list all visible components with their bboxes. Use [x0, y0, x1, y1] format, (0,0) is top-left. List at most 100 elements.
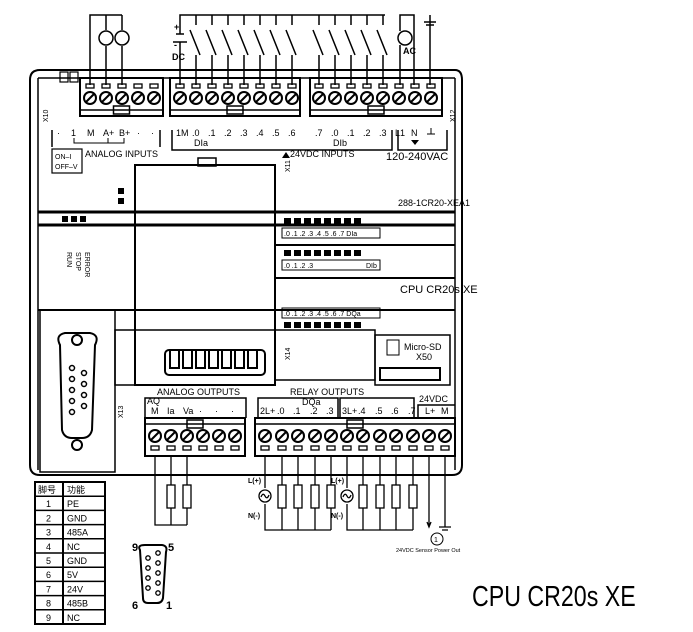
- pin-number: 5: [46, 556, 51, 566]
- terminal-screw[interactable]: [389, 429, 403, 451]
- db9-port[interactable]: [57, 332, 98, 451]
- dia-terminals: [169, 77, 301, 117]
- status-led: [324, 250, 331, 256]
- status-led: [324, 218, 331, 224]
- pin-number: 9: [46, 613, 51, 623]
- terminal-screw[interactable]: [275, 429, 289, 451]
- terminal-screw[interactable]: [147, 83, 161, 105]
- status-led: [344, 218, 351, 224]
- terminal-screw[interactable]: [422, 429, 436, 451]
- status-led: [314, 322, 321, 328]
- terminal-screw[interactable]: [438, 429, 452, 451]
- switch-label-off: OFF–V: [55, 164, 78, 171]
- terminal-screw[interactable]: [115, 83, 129, 105]
- status-led: [304, 250, 311, 256]
- terminal-screw[interactable]: [373, 429, 387, 451]
- relay-label: .1: [293, 406, 301, 416]
- main-title: CPU CR20s XE: [472, 579, 636, 612]
- terminal-screw[interactable]: [328, 83, 342, 105]
- analog-input-label: M: [87, 128, 95, 138]
- input-switch: [360, 15, 372, 85]
- input-switch: [312, 15, 324, 85]
- terminal-screw[interactable]: [180, 429, 194, 451]
- relay-label: .5: [375, 406, 383, 416]
- ac-label: AC: [403, 46, 416, 56]
- terminal-screw[interactable]: [131, 83, 145, 105]
- status-led: [294, 322, 301, 328]
- status-led: [314, 218, 321, 224]
- terminal-screw[interactable]: [324, 429, 338, 451]
- terminal-screw[interactable]: [253, 83, 267, 105]
- dia-group-label: DIa: [194, 138, 208, 148]
- x10-label: X10: [43, 109, 50, 122]
- terminal-screw[interactable]: [83, 83, 97, 105]
- dib-label: .1: [347, 128, 355, 138]
- terminal-screw[interactable]: [196, 429, 210, 451]
- aq-label: AQ: [147, 396, 160, 406]
- dia-label: 1M: [176, 128, 189, 138]
- terminal-screw[interactable]: [212, 429, 226, 451]
- analog-inputs-title: ANALOG INPUTS: [85, 149, 158, 159]
- digital-inputs-title: 24VDC INPUTS: [290, 149, 355, 159]
- terminal-screw[interactable]: [356, 429, 370, 451]
- terminal-screw[interactable]: [376, 83, 390, 105]
- terminal-screw[interactable]: [308, 429, 322, 451]
- terminal-screw[interactable]: [99, 83, 113, 105]
- terminal-screw[interactable]: [392, 83, 406, 105]
- terminal-screw[interactable]: [291, 429, 305, 451]
- terminal-screw[interactable]: [344, 83, 358, 105]
- status-led: [62, 216, 68, 222]
- input-switch: [205, 15, 217, 85]
- status-led: [80, 216, 86, 222]
- pin-function: GND: [67, 556, 88, 566]
- switch-label-on: ON–I: [55, 154, 71, 161]
- micro-sd-slot[interactable]: [379, 367, 441, 381]
- db9-pin-5: 5: [168, 542, 174, 554]
- x12-label: X12: [450, 109, 457, 122]
- terminal-screw[interactable]: [406, 429, 420, 451]
- note-number: 1: [434, 537, 438, 544]
- dib-terminals: [309, 77, 443, 117]
- nminus-label-1: N(-): [248, 513, 260, 520]
- pin-function: NC: [67, 542, 80, 552]
- dib-label: .0: [331, 128, 339, 138]
- analog-outputs-title: ANALOG OUTPUTS: [157, 387, 240, 397]
- led-error-label: ERROR: [83, 252, 90, 277]
- terminal-screw[interactable]: [424, 83, 438, 105]
- terminal-screw[interactable]: [312, 83, 326, 105]
- relay-label: 2L+: [260, 406, 275, 416]
- pin-number: 1: [46, 499, 51, 509]
- analog-input-label: ·: [151, 128, 154, 138]
- analog-input-label: A+: [103, 128, 114, 138]
- terminal-screw[interactable]: [285, 83, 299, 105]
- terminal-screw[interactable]: [340, 429, 354, 451]
- terminal-screw[interactable]: [258, 429, 272, 451]
- pin-number: 2: [46, 513, 51, 523]
- terminal-screw[interactable]: [189, 83, 203, 105]
- terminal-screw[interactable]: [205, 83, 219, 105]
- terminal-screw[interactable]: [360, 83, 374, 105]
- analog-output-label: Ia: [167, 406, 175, 416]
- dqa-label: DQa: [302, 397, 321, 407]
- x13-label: X13: [118, 405, 125, 418]
- terminal-screw[interactable]: [221, 83, 235, 105]
- terminal-screw[interactable]: [173, 83, 187, 105]
- x11-label: X11: [285, 160, 292, 172]
- pin-number: 4: [46, 542, 51, 552]
- terminal-screw[interactable]: [148, 429, 162, 451]
- terminal-screw[interactable]: [164, 429, 178, 451]
- status-led: [344, 322, 351, 328]
- terminal-screw[interactable]: [237, 83, 251, 105]
- terminal-screw[interactable]: [269, 83, 283, 105]
- dia-label: .2: [224, 128, 232, 138]
- sensor-power-label: M: [441, 406, 449, 416]
- db9-pin-1: 1: [166, 600, 172, 612]
- table-row: 4 NC: [46, 542, 80, 552]
- terminal-screw[interactable]: [228, 429, 242, 451]
- input-switch: [376, 15, 388, 85]
- sensor-power-label: L+: [425, 406, 435, 416]
- terminal-screw[interactable]: [408, 83, 422, 105]
